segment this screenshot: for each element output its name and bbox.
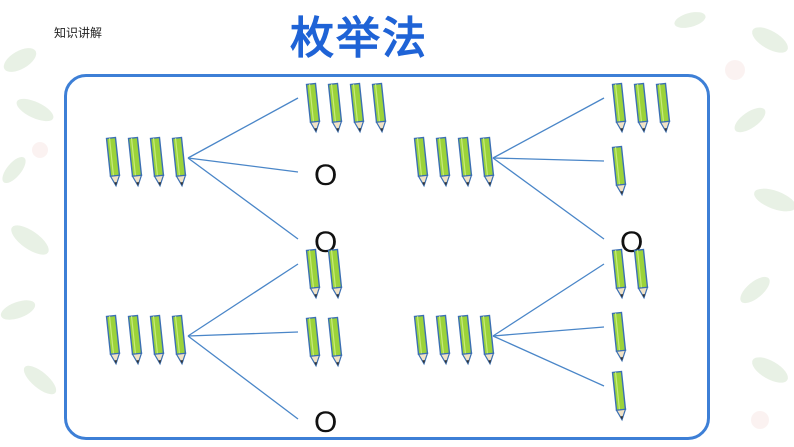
- branch-line: [187, 157, 299, 240]
- source-pencil-icon: [457, 136, 474, 187]
- group-bottom-right: [413, 248, 650, 421]
- source-pencil-icon: [127, 136, 144, 187]
- group-top-left: OO: [105, 82, 388, 259]
- source-pencil-icon: [149, 136, 166, 187]
- section-label: 知识讲解: [54, 26, 103, 40]
- branch-line: [492, 97, 605, 159]
- branch-line: [187, 97, 299, 159]
- branch-pencil-icon: [371, 82, 388, 133]
- branch-pencil-icon: [655, 82, 672, 133]
- source-pencil-icon: [479, 314, 496, 365]
- source-pencil-icon: [105, 314, 122, 365]
- branch-pencil-icon: [327, 82, 344, 133]
- zero-label: O: [314, 406, 337, 439]
- group-top-right: O: [413, 82, 672, 259]
- source-pencil-icon: [127, 314, 144, 365]
- branch-pencil-icon: [611, 311, 628, 362]
- branch-line: [492, 157, 605, 240]
- branch-line: [492, 326, 605, 337]
- source-pencil-icon: [413, 314, 430, 365]
- group-bottom-left: O: [105, 248, 344, 439]
- branch-pencil-icon: [305, 316, 322, 367]
- source-pencil-icon: [435, 314, 452, 365]
- zero-label: O: [314, 159, 337, 192]
- source-pencil-icon: [435, 136, 452, 187]
- page-title: 枚举法: [290, 13, 428, 64]
- branch-pencil-icon: [305, 82, 322, 133]
- source-pencil-icon: [171, 314, 188, 365]
- branch-line: [187, 331, 299, 337]
- source-pencil-icon: [413, 136, 430, 187]
- source-pencil-icon: [457, 314, 474, 365]
- branch-pencil-icon: [327, 316, 344, 367]
- source-pencil-icon: [171, 136, 188, 187]
- branch-pencil-icon: [633, 82, 650, 133]
- branch-line: [187, 157, 299, 173]
- source-pencil-icon: [149, 314, 166, 365]
- branch-pencil-icon: [327, 248, 344, 299]
- branch-line: [187, 263, 299, 337]
- branch-pencil-icon: [349, 82, 366, 133]
- branch-line: [492, 157, 605, 162]
- diagram-panel: [64, 74, 710, 440]
- branch-line: [492, 335, 605, 387]
- source-pencil-icon: [105, 136, 122, 187]
- branch-pencil-icon: [611, 145, 628, 196]
- source-pencil-icon: [479, 136, 496, 187]
- branch-pencil-icon: [611, 370, 628, 421]
- branch-pencil-icon: [611, 82, 628, 133]
- branch-pencil-icon: [633, 248, 650, 299]
- branch-line: [492, 263, 605, 337]
- branch-line: [187, 335, 299, 420]
